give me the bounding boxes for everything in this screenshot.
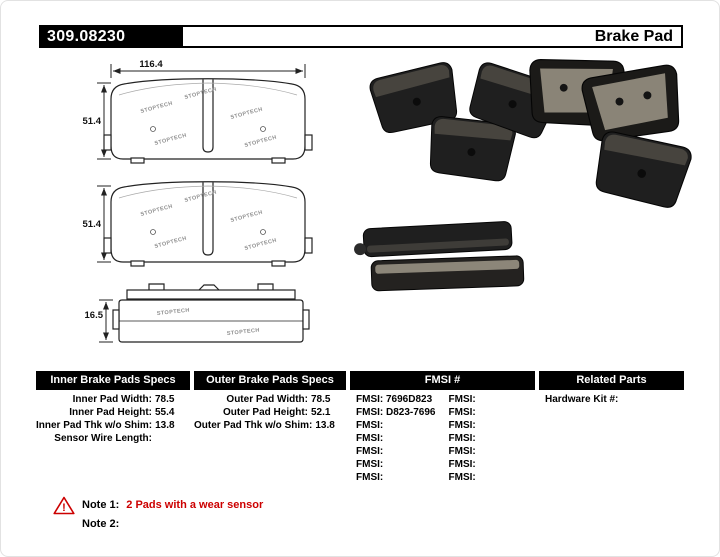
- spec-value: [618, 393, 621, 406]
- header-bar: 309.08230 Brake Pad: [39, 25, 683, 48]
- fmsi-value: [477, 471, 536, 484]
- fmsi-label: FMSI:: [356, 472, 384, 483]
- fmsi-row: FMSI:7696D823 FMSI:: [350, 393, 535, 406]
- wear-sensor-clip: [354, 243, 367, 256]
- outer-spec-row: Outer Pad Width: 78.5: [194, 393, 346, 406]
- inner-brake-pads-specs-table: Inner Brake Pads Specs Inner Pad Width: …: [36, 371, 190, 484]
- dimension-width-label: 116.4: [139, 59, 163, 70]
- dimension-view1-label: 51.4: [83, 116, 102, 127]
- dimension-view2-height: [97, 185, 111, 263]
- spec-value: 78.5: [155, 394, 175, 405]
- fmsi-label: FMSI:: [448, 472, 476, 483]
- fmsi-table: FMSI # FMSI:7696D823 FMSI: FMSI:D823-769…: [350, 371, 535, 484]
- note2-label: Note 2:: [82, 518, 120, 530]
- spec-label: Outer Pad Height:: [222, 407, 308, 418]
- fmsi-row: FMSI:D823-7696 FMSI:: [350, 406, 535, 419]
- notes-section: ! Note 1: 2 Pads with a wear sensor Note…: [53, 496, 263, 533]
- related-parts-header: Related Parts: [539, 371, 684, 390]
- fmsi-value: [477, 432, 536, 445]
- inner-pad-front-drawing: [103, 181, 313, 267]
- note1-text: 2 Pads with a wear sensor: [126, 499, 264, 511]
- fmsi-label: FMSI:: [356, 394, 384, 405]
- pads-edge-profile-drawing: STOPTECH STOPTECH: [112, 283, 310, 343]
- fmsi-value: [477, 406, 536, 419]
- spec-value: 13.8: [155, 420, 175, 431]
- spec-label: Hardware Kit #:: [545, 394, 619, 405]
- fmsi-label: FMSI:: [356, 420, 384, 431]
- product-name: Brake Pad: [181, 25, 683, 48]
- warning-triangle-icon: !: [53, 496, 75, 514]
- related-parts-row: Hardware Kit #:: [539, 393, 684, 406]
- spec-value: 52.1: [311, 407, 331, 418]
- fmsi-label: FMSI:: [356, 433, 384, 444]
- dimension-profile-label: 16.5: [85, 310, 104, 321]
- fmsi-label: FMSI:: [356, 459, 384, 470]
- spec-label: Outer Pad Width:: [226, 394, 308, 405]
- fmsi-value: [477, 445, 536, 458]
- outer-specs-header: Outer Brake Pads Specs: [194, 371, 346, 390]
- spec-label: Sensor Wire Length:: [54, 433, 152, 444]
- note1-label: Note 1:: [82, 499, 120, 511]
- fmsi-label: FMSI:: [448, 446, 476, 457]
- fmsi-value: [477, 393, 536, 406]
- fmsi-label: FMSI:: [356, 446, 384, 457]
- fmsi-row: FMSI: FMSI:: [350, 432, 535, 445]
- dimension-profile-height: [99, 299, 113, 343]
- spec-label: Inner Pad Width:: [72, 394, 152, 405]
- outer-spec-row: Outer Pad Thk w/o Shim: 13.8: [194, 419, 346, 432]
- spec-value: [152, 432, 190, 445]
- fmsi-value: [384, 458, 443, 471]
- inner-spec-row: Inner Pad Width: 78.5: [36, 393, 190, 406]
- note-1: ! Note 1: 2 Pads with a wear sensor: [53, 496, 263, 514]
- fmsi-value: 7696D823: [386, 394, 433, 405]
- dimension-view1-height: [97, 82, 111, 160]
- technical-drawing: 116.4 STOPTECH STOPTECH STOPTECH STOPTEC…: [83, 56, 694, 343]
- dimension-width: [110, 64, 306, 78]
- fmsi-value: [477, 458, 536, 471]
- fmsi-label: FMSI:: [448, 394, 476, 405]
- fmsi-label: FMSI:: [356, 407, 384, 418]
- fmsi-header: FMSI #: [350, 371, 535, 390]
- dimension-view2-label: 51.4: [83, 219, 102, 230]
- fmsi-value: D823-7696: [386, 407, 436, 418]
- rear-pads-photo: [367, 56, 694, 211]
- fmsi-value: [384, 471, 443, 484]
- spec-value: 13.8: [315, 420, 335, 431]
- fmsi-value: [384, 419, 443, 432]
- fmsi-label: FMSI:: [448, 433, 476, 444]
- outer-brake-pads-specs-table: Outer Brake Pads Specs Outer Pad Width: …: [194, 371, 346, 484]
- outer-spec-row: Outer Pad Height: 52.1: [194, 406, 346, 419]
- pad-print-text: STOPTECH: [227, 328, 261, 337]
- pad-print-text: STOPTECH: [157, 308, 191, 317]
- front-pads-photo: [354, 221, 525, 292]
- warning-exclamation-glyph: !: [62, 502, 66, 514]
- note-2: Note 2:: [53, 515, 263, 533]
- diagram-area: 116.4 STOPTECH STOPTECH STOPTECH STOPTEC…: [31, 53, 694, 365]
- inner-spec-row: Sensor Wire Length:: [36, 432, 190, 445]
- fmsi-label: FMSI:: [448, 420, 476, 431]
- fmsi-label: FMSI:: [448, 407, 476, 418]
- spec-label: Inner Pad Height:: [69, 407, 152, 418]
- fmsi-row: FMSI: FMSI:: [350, 445, 535, 458]
- fmsi-value: [384, 432, 443, 445]
- spec-tables: Inner Brake Pads Specs Inner Pad Width: …: [36, 371, 684, 484]
- fmsi-row: FMSI: FMSI:: [350, 419, 535, 432]
- spec-value: 55.4: [155, 407, 175, 418]
- fmsi-row: FMSI: FMSI:: [350, 458, 535, 471]
- spec-label: Inner Pad Thk w/o Shim:: [36, 420, 153, 431]
- fmsi-row: FMSI: FMSI:: [350, 471, 535, 484]
- part-number: 309.08230: [39, 25, 181, 48]
- fmsi-value: [477, 419, 536, 432]
- spec-value: 78.5: [311, 394, 331, 405]
- inner-specs-header: Inner Brake Pads Specs: [36, 371, 190, 390]
- related-parts-table: Related Parts Hardware Kit #:: [539, 371, 684, 484]
- outer-pad-front-drawing: STOPTECH STOPTECH STOPTECH STOPTECH STOP…: [103, 78, 313, 164]
- inner-spec-row: Inner Pad Thk w/o Shim: 13.8: [36, 419, 190, 432]
- inner-spec-row: Inner Pad Height: 55.4: [36, 406, 190, 419]
- fmsi-value: [384, 445, 443, 458]
- fmsi-label: FMSI:: [448, 459, 476, 470]
- spec-label: Outer Pad Thk w/o Shim:: [194, 420, 313, 431]
